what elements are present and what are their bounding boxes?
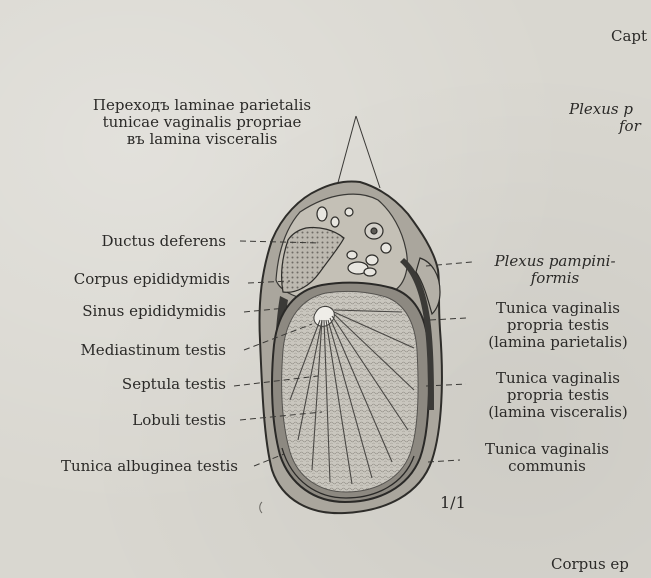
label-communis-line-1: Tunica vaginalis xyxy=(464,441,630,458)
label-tunica-vaginalis-communis: Tunica vaginalis communis xyxy=(464,441,630,475)
label-transition-laminae: Переходъ laminae parietalis tunicae vagi… xyxy=(56,97,348,148)
label-tunica-albuginea: Tunica albuginea testis xyxy=(4,458,238,475)
label-septula-testis: Septula testis xyxy=(40,376,226,393)
label-tunica-vaginalis-visceralis: Tunica vaginalis propria testis (lamina … xyxy=(468,370,648,421)
label-plexus-line-2: formis xyxy=(472,270,638,287)
label-partial-plexus-line-2: for xyxy=(569,118,651,135)
label-communis-line-2: communis xyxy=(464,458,630,475)
label-ductus-deferens: Ductus deferens xyxy=(40,233,226,250)
label-corpus-epididymidis: Corpus epididymidis xyxy=(10,271,230,288)
label-partial-right-plexus: Plexus p for xyxy=(569,101,651,135)
label-transition-line-2: tunicae vaginalis propriae xyxy=(56,114,348,131)
label-sinus-epididymidis: Sinus epididymidis xyxy=(20,303,226,320)
label-transition-line-3: въ lamina visceralis xyxy=(56,131,348,148)
label-parietalis-line-3: (lamina parietalis) xyxy=(468,334,648,351)
label-plexus-pampiniformis: Plexus pampini- formis xyxy=(472,253,638,287)
label-scale: 1/1 xyxy=(440,494,466,511)
label-mediastinum-testis: Mediastinum testis xyxy=(20,342,226,359)
label-tunica-vaginalis-parietalis: Tunica vaginalis propria testis (lamina … xyxy=(468,300,648,351)
lobuli-area xyxy=(282,291,418,492)
label-lobuli-testis: Lobuli testis xyxy=(40,412,226,429)
label-visceralis-line-2: propria testis xyxy=(468,387,648,404)
label-parietalis-line-1: Tunica vaginalis xyxy=(468,300,648,317)
label-partial-top-right: Capt xyxy=(611,28,647,45)
label-visceralis-line-1: Tunica vaginalis xyxy=(468,370,648,387)
label-visceralis-line-3: (lamina visceralis) xyxy=(468,404,648,421)
label-partial-plexus-line-1: Plexus p xyxy=(569,101,651,118)
label-plexus-line-1: Plexus pampini- xyxy=(472,253,638,270)
label-parietalis-line-2: propria testis xyxy=(468,317,648,334)
label-partial-bottom-right: Corpus ep xyxy=(551,556,629,573)
label-transition-line-1: Переходъ laminae parietalis xyxy=(56,97,348,114)
small-mark xyxy=(260,502,262,513)
